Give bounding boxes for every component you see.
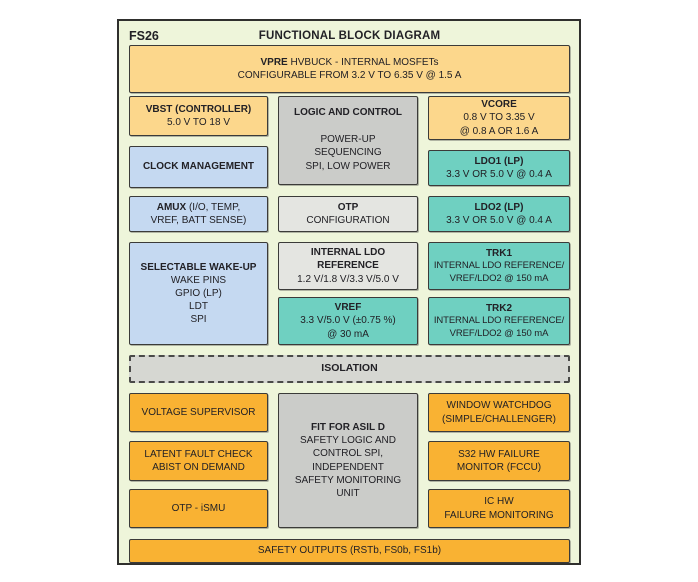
ldo2-spec: 3.3 V OR 5.0 V @ 0.4 A — [446, 215, 552, 226]
voltage-supervisor-label: VOLTAGE SUPERVISOR — [141, 406, 256, 418]
block-voltage-supervisor: VOLTAGE SUPERVISOR — [129, 393, 268, 432]
block-fit-for-asil-d: FIT FOR ASIL D SAFETY LOGIC AND CONTROL … — [278, 393, 418, 528]
wakeup-item: GPIO (LP) — [175, 287, 222, 299]
trk1-title: TRK1 — [485, 247, 513, 259]
ichw-line: IC HW — [484, 496, 514, 508]
ldo1-spec: 3.3 V OR 5.0 V @ 0.4 A — [446, 169, 552, 180]
block-logic-and-control: LOGIC AND CONTROL POWER-UP SEQUENCING SP… — [278, 96, 418, 185]
s32-line: MONITOR (FCCU) — [456, 462, 542, 473]
ldoref-title2: REFERENCE — [317, 260, 379, 272]
block-amux: AMUX(I/O, TEMP, VREF, BATT SENSE) — [129, 196, 268, 232]
safety-middle-column: FIT FOR ASIL D SAFETY LOGIC AND CONTROL … — [278, 393, 418, 528]
trk1-line: INTERNAL LDO REFERENCE/ — [433, 260, 565, 272]
amux-desc: (I/O, TEMP, — [188, 201, 241, 213]
upper-band: VBST (CONTROLLER) 5.0 V TO 18 V CLOCK MA… — [129, 96, 570, 345]
safety-right-column: WINDOW WATCHDOG (SIMPLE/CHALLENGER) S32 … — [428, 393, 570, 528]
watchdog-line: WINDOW WATCHDOG — [446, 400, 552, 412]
vpre-name: VPRE — [260, 56, 288, 68]
vref-title: VREF — [334, 302, 362, 314]
ldoref-title1: INTERNAL LDO — [310, 247, 386, 259]
otp-ismu-label: OTP - iSMU — [171, 502, 226, 514]
logic-title: LOGIC AND CONTROL — [294, 107, 402, 118]
vref-line: 3.3 V/5.0 V (±0.75 %) — [300, 315, 396, 327]
logic-line: SEQUENCING — [314, 147, 382, 159]
diagram-header: FS26 FUNCTIONAL BLOCK DIAGRAM — [129, 21, 570, 45]
vbst-title: VBST (CONTROLLER) — [145, 103, 252, 115]
clock-title: CLOCK MANAGEMENT — [142, 161, 255, 173]
block-internal-ldo-reference: INTERNAL LDO REFERENCE 1.2 V/1.8 V/3.3 V… — [278, 242, 418, 290]
block-selectable-wakeup: SELECTABLE WAKE-UP WAKE PINS GPIO (LP) L… — [129, 242, 268, 345]
ichw-line: FAILURE MONITORING — [444, 509, 554, 521]
lower-band: VOLTAGE SUPERVISOR LATENT FAULT CHECK AB… — [129, 393, 570, 528]
logic-body: POWER-UP SEQUENCING SPI, LOW POWER — [305, 133, 390, 173]
amux-desc-line2: VREF, BATT SENSE) — [150, 215, 247, 226]
fit-line: SAFETY MONITORING — [294, 474, 402, 486]
wakeup-item: WAKE PINS — [170, 274, 227, 286]
block-trk2: TRK2 INTERNAL LDO REFERENCE/ VREF/LDO2 @… — [428, 297, 570, 345]
amux-name: AMUX — [156, 201, 187, 213]
chip-name: FS26 — [129, 29, 159, 43]
vbst-range: 5.0 V TO 18 V — [166, 117, 230, 128]
block-otp-ismu: OTP - iSMU — [129, 489, 268, 528]
block-latent-fault-check: LATENT FAULT CHECK ABIST ON DEMAND — [129, 441, 268, 481]
trk2-line: INTERNAL LDO REFERENCE/ — [433, 315, 565, 327]
isolation-label: ISOLATION — [321, 362, 378, 375]
block-otp-configuration: OTP CONFIGURATION — [278, 196, 418, 232]
otp-title: OTP — [337, 201, 359, 213]
block-safety-outputs: SAFETY OUTPUTS (RSTb, FS0b, FS1b) — [129, 539, 570, 563]
isolation-bar: ISOLATION — [129, 355, 570, 383]
block-clock-management: CLOCK MANAGEMENT — [129, 146, 268, 188]
vcore-line: 0.8 V TO 3.35 V — [463, 112, 535, 124]
amux-title-line: AMUX(I/O, TEMP, — [157, 201, 241, 214]
logic-line: SPI, LOW POWER — [305, 160, 391, 172]
logic-line: POWER-UP — [320, 134, 376, 146]
ldoref-voltages: 1.2 V/1.8 V/3.3 V/5.0 V — [297, 273, 399, 285]
block-window-watchdog: WINDOW WATCHDOG (SIMPLE/CHALLENGER) — [428, 393, 570, 432]
latent-line: LATENT FAULT CHECK — [144, 448, 253, 460]
wakeup-title: SELECTABLE WAKE-UP — [140, 261, 257, 273]
middle-column: LOGIC AND CONTROL POWER-UP SEQUENCING SP… — [278, 96, 418, 345]
block-vbst: VBST (CONTROLLER) 5.0 V TO 18 V — [129, 96, 268, 136]
vpre-config-line: CONFIGURABLE FROM 3.2 V TO 6.35 V @ 1.5 … — [237, 70, 462, 81]
watchdog-line: (SIMPLE/CHALLENGER) — [442, 413, 556, 425]
s32-line: S32 HW FAILURE — [458, 448, 540, 460]
vcore-title: VCORE — [481, 99, 517, 111]
block-ldo1: LDO1 (LP) 3.3 V OR 5.0 V @ 0.4 A — [428, 150, 570, 186]
fit-line: UNIT — [336, 487, 360, 499]
ldo1-title: LDO1 (LP) — [474, 155, 524, 167]
vcore-line: @ 0.8 A OR 1.6 A — [459, 125, 539, 137]
block-vref: VREF 3.3 V/5.0 V (±0.75 %) @ 30 mA — [278, 297, 418, 345]
otp-line2: CONFIGURATION — [306, 215, 390, 226]
latent-line: ABIST ON DEMAND — [152, 462, 245, 473]
fit-line: SAFETY LOGIC AND — [300, 435, 396, 447]
fit-line: INDEPENDENT — [312, 461, 384, 473]
ldo2-title: LDO2 (LP) — [474, 201, 524, 213]
safety-outputs-label: SAFETY OUTPUTS (RSTb, FS0b, FS1b) — [257, 545, 442, 557]
wakeup-item: LDT — [189, 301, 208, 313]
vref-line: @ 30 mA — [327, 328, 369, 340]
fit-title: FIT FOR ASIL D — [311, 421, 385, 433]
diagram-title: FUNCTIONAL BLOCK DIAGRAM — [258, 30, 441, 42]
fit-line: CONTROL SPI, — [312, 448, 384, 460]
left-column: VBST (CONTROLLER) 5.0 V TO 18 V CLOCK MA… — [129, 96, 268, 345]
block-ldo2: LDO2 (LP) 3.3 V OR 5.0 V @ 0.4 A — [428, 196, 570, 232]
block-vcore: VCORE 0.8 V TO 3.35 V @ 0.8 A OR 1.6 A — [428, 96, 570, 140]
wakeup-item: SPI — [190, 314, 207, 326]
block-trk1: TRK1 INTERNAL LDO REFERENCE/ VREF/LDO2 @… — [428, 242, 570, 290]
block-ic-hw-failure-monitoring: IC HW FAILURE MONITORING — [428, 489, 570, 528]
trk1-line: VREF/LDO2 @ 150 mA — [449, 272, 549, 284]
vpre-desc: HVBUCK - INTERNAL MOSFETs — [290, 56, 439, 68]
safety-left-column: VOLTAGE SUPERVISOR LATENT FAULT CHECK AB… — [129, 393, 268, 528]
block-s32-hw-failure-monitor: S32 HW FAILURE MONITOR (FCCU) — [428, 441, 570, 481]
trk2-line: VREF/LDO2 @ 150 mA — [449, 327, 549, 339]
trk2-title: TRK2 — [485, 302, 513, 314]
right-column: VCORE 0.8 V TO 3.35 V @ 0.8 A OR 1.6 A L… — [428, 96, 570, 345]
